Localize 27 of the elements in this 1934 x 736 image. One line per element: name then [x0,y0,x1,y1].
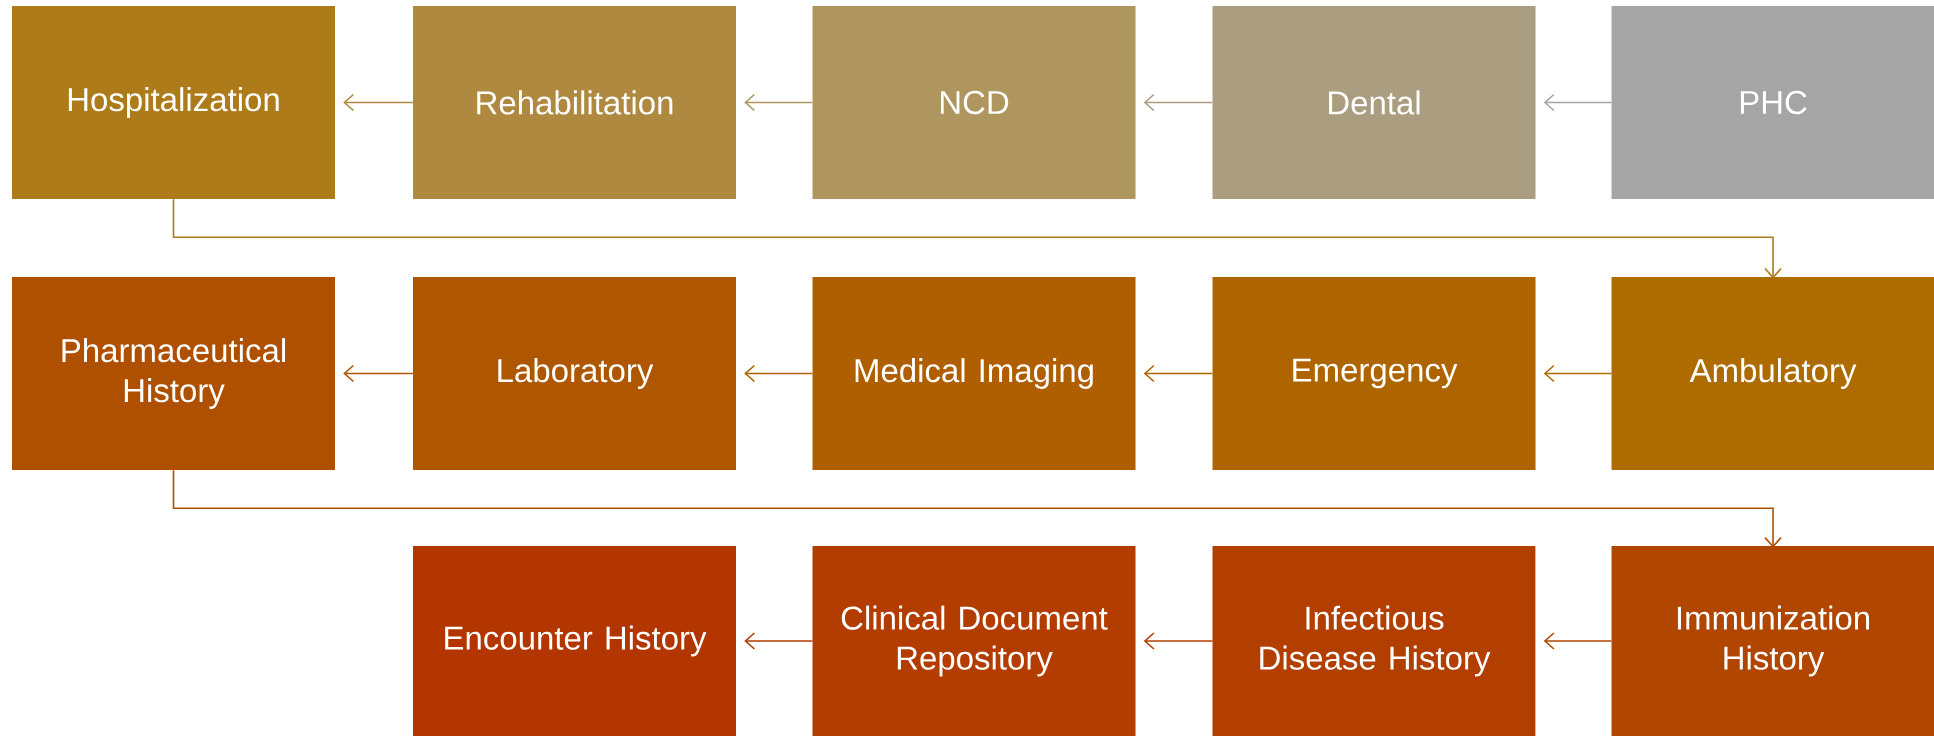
arrow [172,198,1782,279]
process-box: Clinical Document Repository [812,546,1136,736]
process-box: Infectious Disease History [1212,546,1536,736]
arrow [1143,364,1214,383]
arrow [343,93,414,112]
arrow [744,93,814,112]
arrow [1543,93,1613,112]
process-box: NCD [812,6,1136,199]
arrow [1143,632,1214,650]
process-box: Medical Imaging [812,277,1136,470]
arrow [343,364,414,383]
process-box: Ambulatory [1611,277,1934,470]
arrow [744,632,814,650]
process-box: Rehabilitation [413,6,736,199]
process-box: Dental [1212,6,1536,199]
process-box: Pharmaceutical History [12,277,335,470]
arrow [1143,93,1214,112]
process-box: Hospitalization [12,6,335,199]
process-box: Laboratory [413,277,736,470]
arrow [744,364,814,383]
process-box: Emergency [1212,277,1536,470]
process-box: Immunization History [1611,546,1934,736]
arrow [172,469,1782,548]
arrow [1543,632,1613,650]
arrow [1543,364,1613,383]
process-box: PHC [1611,6,1934,199]
process-box: Encounter History [413,546,736,736]
